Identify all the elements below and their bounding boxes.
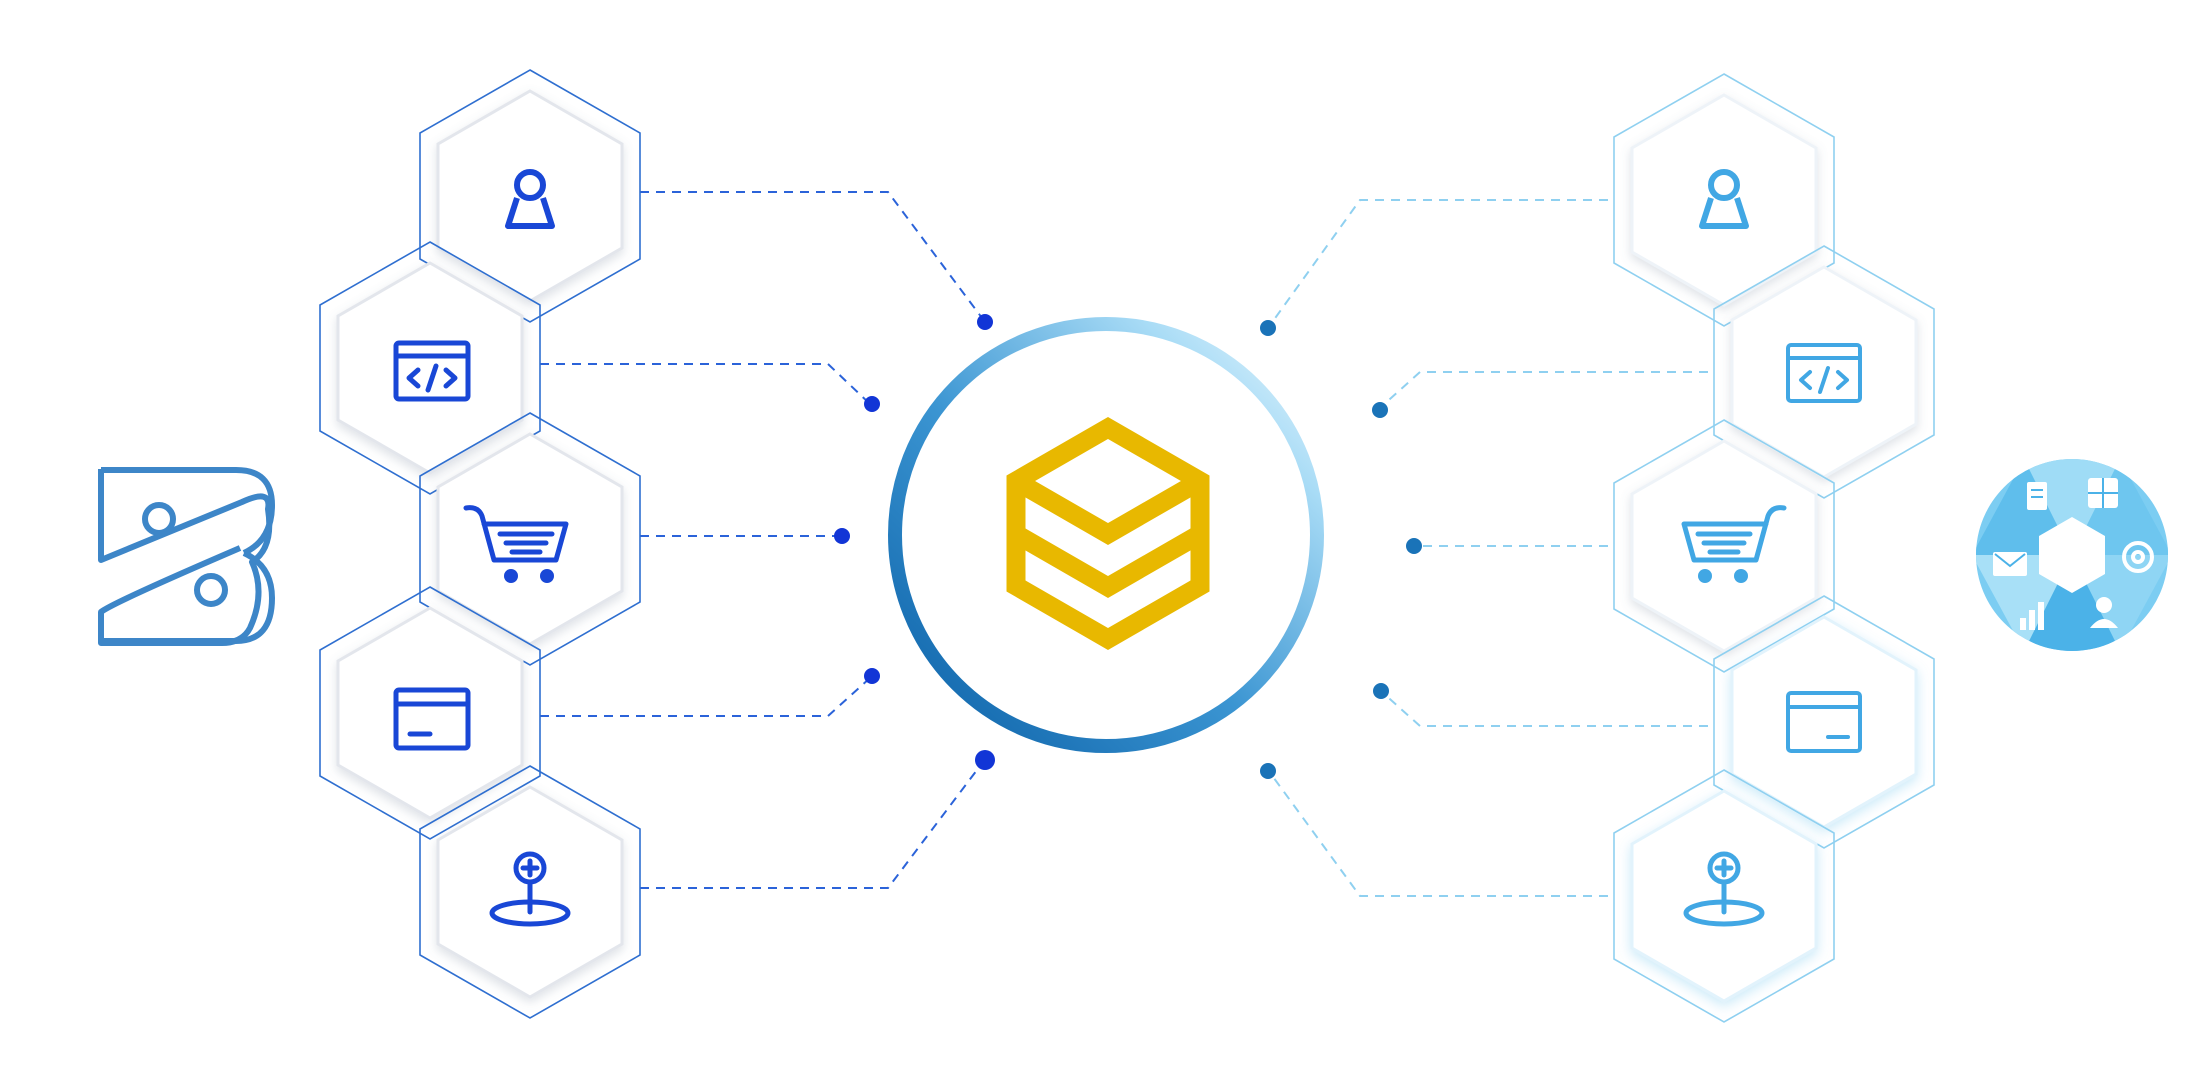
right-node-cart xyxy=(1613,419,1835,673)
left-node-user xyxy=(419,69,641,323)
target-app-suite-logo-icon xyxy=(1976,459,2168,651)
right-connector-dot-3 xyxy=(1406,538,1422,554)
shopping-cart-icon xyxy=(1681,505,1787,563)
right-connector-5 xyxy=(1267,769,1608,897)
left-connector-1 xyxy=(640,191,986,323)
left-connectors xyxy=(540,191,986,889)
cart-wheel xyxy=(1698,569,1712,583)
cart-wheel xyxy=(1734,569,1748,583)
source-app-logo-icon xyxy=(98,467,275,646)
right-connector-2 xyxy=(1379,371,1708,409)
left-connector-5 xyxy=(640,761,984,889)
left-node-cart xyxy=(419,412,641,666)
left-node-location xyxy=(419,765,641,1019)
right-connectors xyxy=(1267,199,1708,897)
left-connector-dot-5 xyxy=(975,750,995,770)
code-window-icon xyxy=(1786,343,1862,403)
left-connector-4 xyxy=(540,677,871,717)
cart-wheel xyxy=(540,569,554,583)
right-connector-dot-4 xyxy=(1373,683,1389,699)
right-connector-dot-5 xyxy=(1260,763,1276,779)
right-node-location xyxy=(1613,769,1835,1023)
left-node-code xyxy=(319,241,541,495)
right-connector-4 xyxy=(1381,691,1708,727)
user-icon xyxy=(1699,169,1749,229)
left-connector-2 xyxy=(540,363,871,405)
shopping-cart-icon xyxy=(463,505,569,563)
location-pin-icon xyxy=(1683,851,1765,927)
left-connector-dot-1 xyxy=(977,314,993,330)
credit-card-icon xyxy=(393,687,471,751)
user-icon xyxy=(505,169,555,229)
credit-card-icon xyxy=(1786,691,1862,753)
right-connector-dot-2 xyxy=(1372,402,1388,418)
right-connector-dot-1 xyxy=(1260,320,1276,336)
left-connector-dot-4 xyxy=(864,668,880,684)
left-connector-dot-3 xyxy=(834,528,850,544)
right-connector-1 xyxy=(1267,199,1608,329)
location-pin-icon xyxy=(489,851,571,927)
right-connector-dots xyxy=(1260,320,1422,779)
stacked-cube-logo-icon xyxy=(1006,417,1210,650)
cart-wheel xyxy=(504,569,518,583)
right-node-user xyxy=(1613,73,1835,327)
right-hex-column xyxy=(1613,73,1935,1023)
left-connector-dot-2 xyxy=(864,396,880,412)
left-connector-dots xyxy=(834,314,995,770)
central-hub xyxy=(888,317,1324,753)
left-hex-column xyxy=(319,69,641,1019)
code-window-icon xyxy=(393,340,471,402)
left-node-card xyxy=(319,586,541,840)
